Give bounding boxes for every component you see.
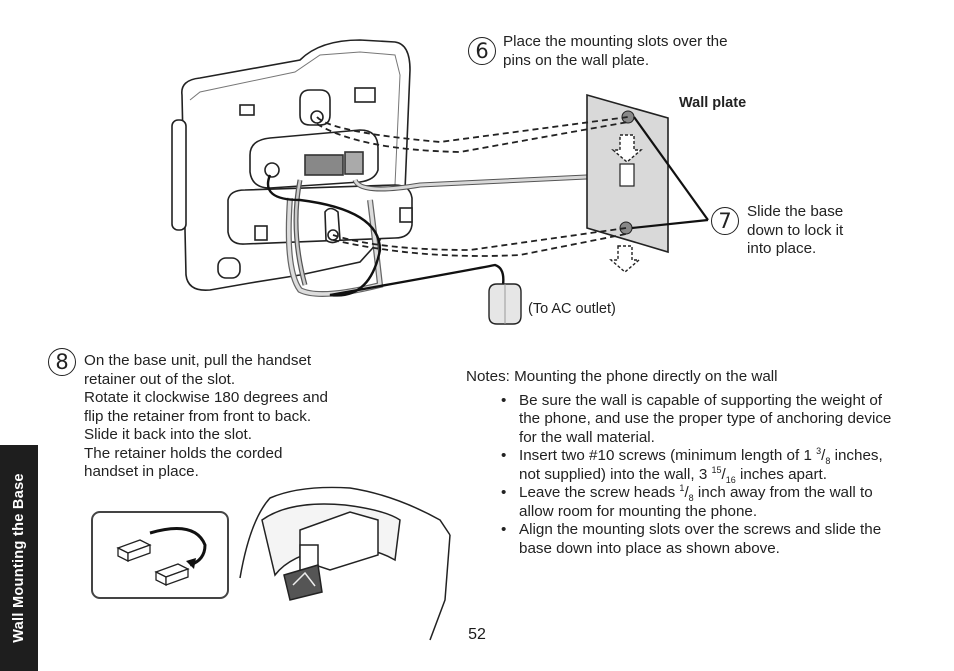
notes-section: Notes: Mounting the phone directly on th… [466,368,916,558]
slide-down-arrows [609,134,643,273]
step-6-line-2: pins on the wall plate. [503,51,650,69]
handset-base-closeup-drawing [239,486,451,641]
step-8-line-7: handset in place. [84,463,199,480]
ac-adapter-drawing [488,283,522,325]
step-7-line-2: down to lock it [747,221,844,239]
notes-list: Be sure the wall is capable of supportin… [501,392,896,559]
wall-plate-label: Wall plate [679,95,747,111]
ac-outlet-label: (To AC outlet) [528,301,616,317]
wall-plate-drawing [586,93,669,254]
step-7-line-3: into place. [747,240,817,257]
step-8-number: 8 [48,348,76,376]
step-6-text: Place the mounting slots over the pins o… [503,33,728,70]
cord-loops [285,179,384,297]
step-7-text: Slide the base down to lock it into plac… [747,203,843,259]
section-side-tab: Wall Mounting the Base [0,445,38,671]
note-item: Leave the screw heads 1/8 inch away from… [501,483,896,521]
dashed-guides [316,116,629,257]
power-cord [266,174,505,297]
note-item: Be sure the wall is capable of supportin… [501,392,896,448]
step-7-line-1: Slide the base [747,203,844,220]
page-number: 52 [468,626,486,643]
step-8-line-6: The retainer holds the corded [84,444,283,462]
step-6-line-1: Place the mounting slots over the [503,33,728,50]
note-item: Insert two #10 screws (minimum length of… [501,446,896,484]
step-8-line-3: Rotate it clockwise 180 degrees and [84,389,328,406]
step-8-line-1: On the base unit, pull the handset [84,352,312,369]
note-item: Align the mounting slots over the screws… [501,521,896,558]
step-6-number: 6 [468,37,496,65]
step-8-line-4: flip the retainer from front to back. [84,407,312,425]
phone-base-drawing [171,39,413,292]
side-tab-label: Wall Mounting the Base [11,473,27,643]
step-8-line-2: retainer out of the slot. [84,370,236,388]
notes-heading: Notes: Mounting the phone directly on th… [466,368,778,385]
step-7-number: 7 [711,207,739,235]
retainer-flip-drawing [91,511,229,599]
step7-pointers [631,116,709,230]
step-8-text: On the base unit, pull the handset retai… [84,352,328,482]
step-8-line-5: Slide it back into the slot. [84,426,252,443]
